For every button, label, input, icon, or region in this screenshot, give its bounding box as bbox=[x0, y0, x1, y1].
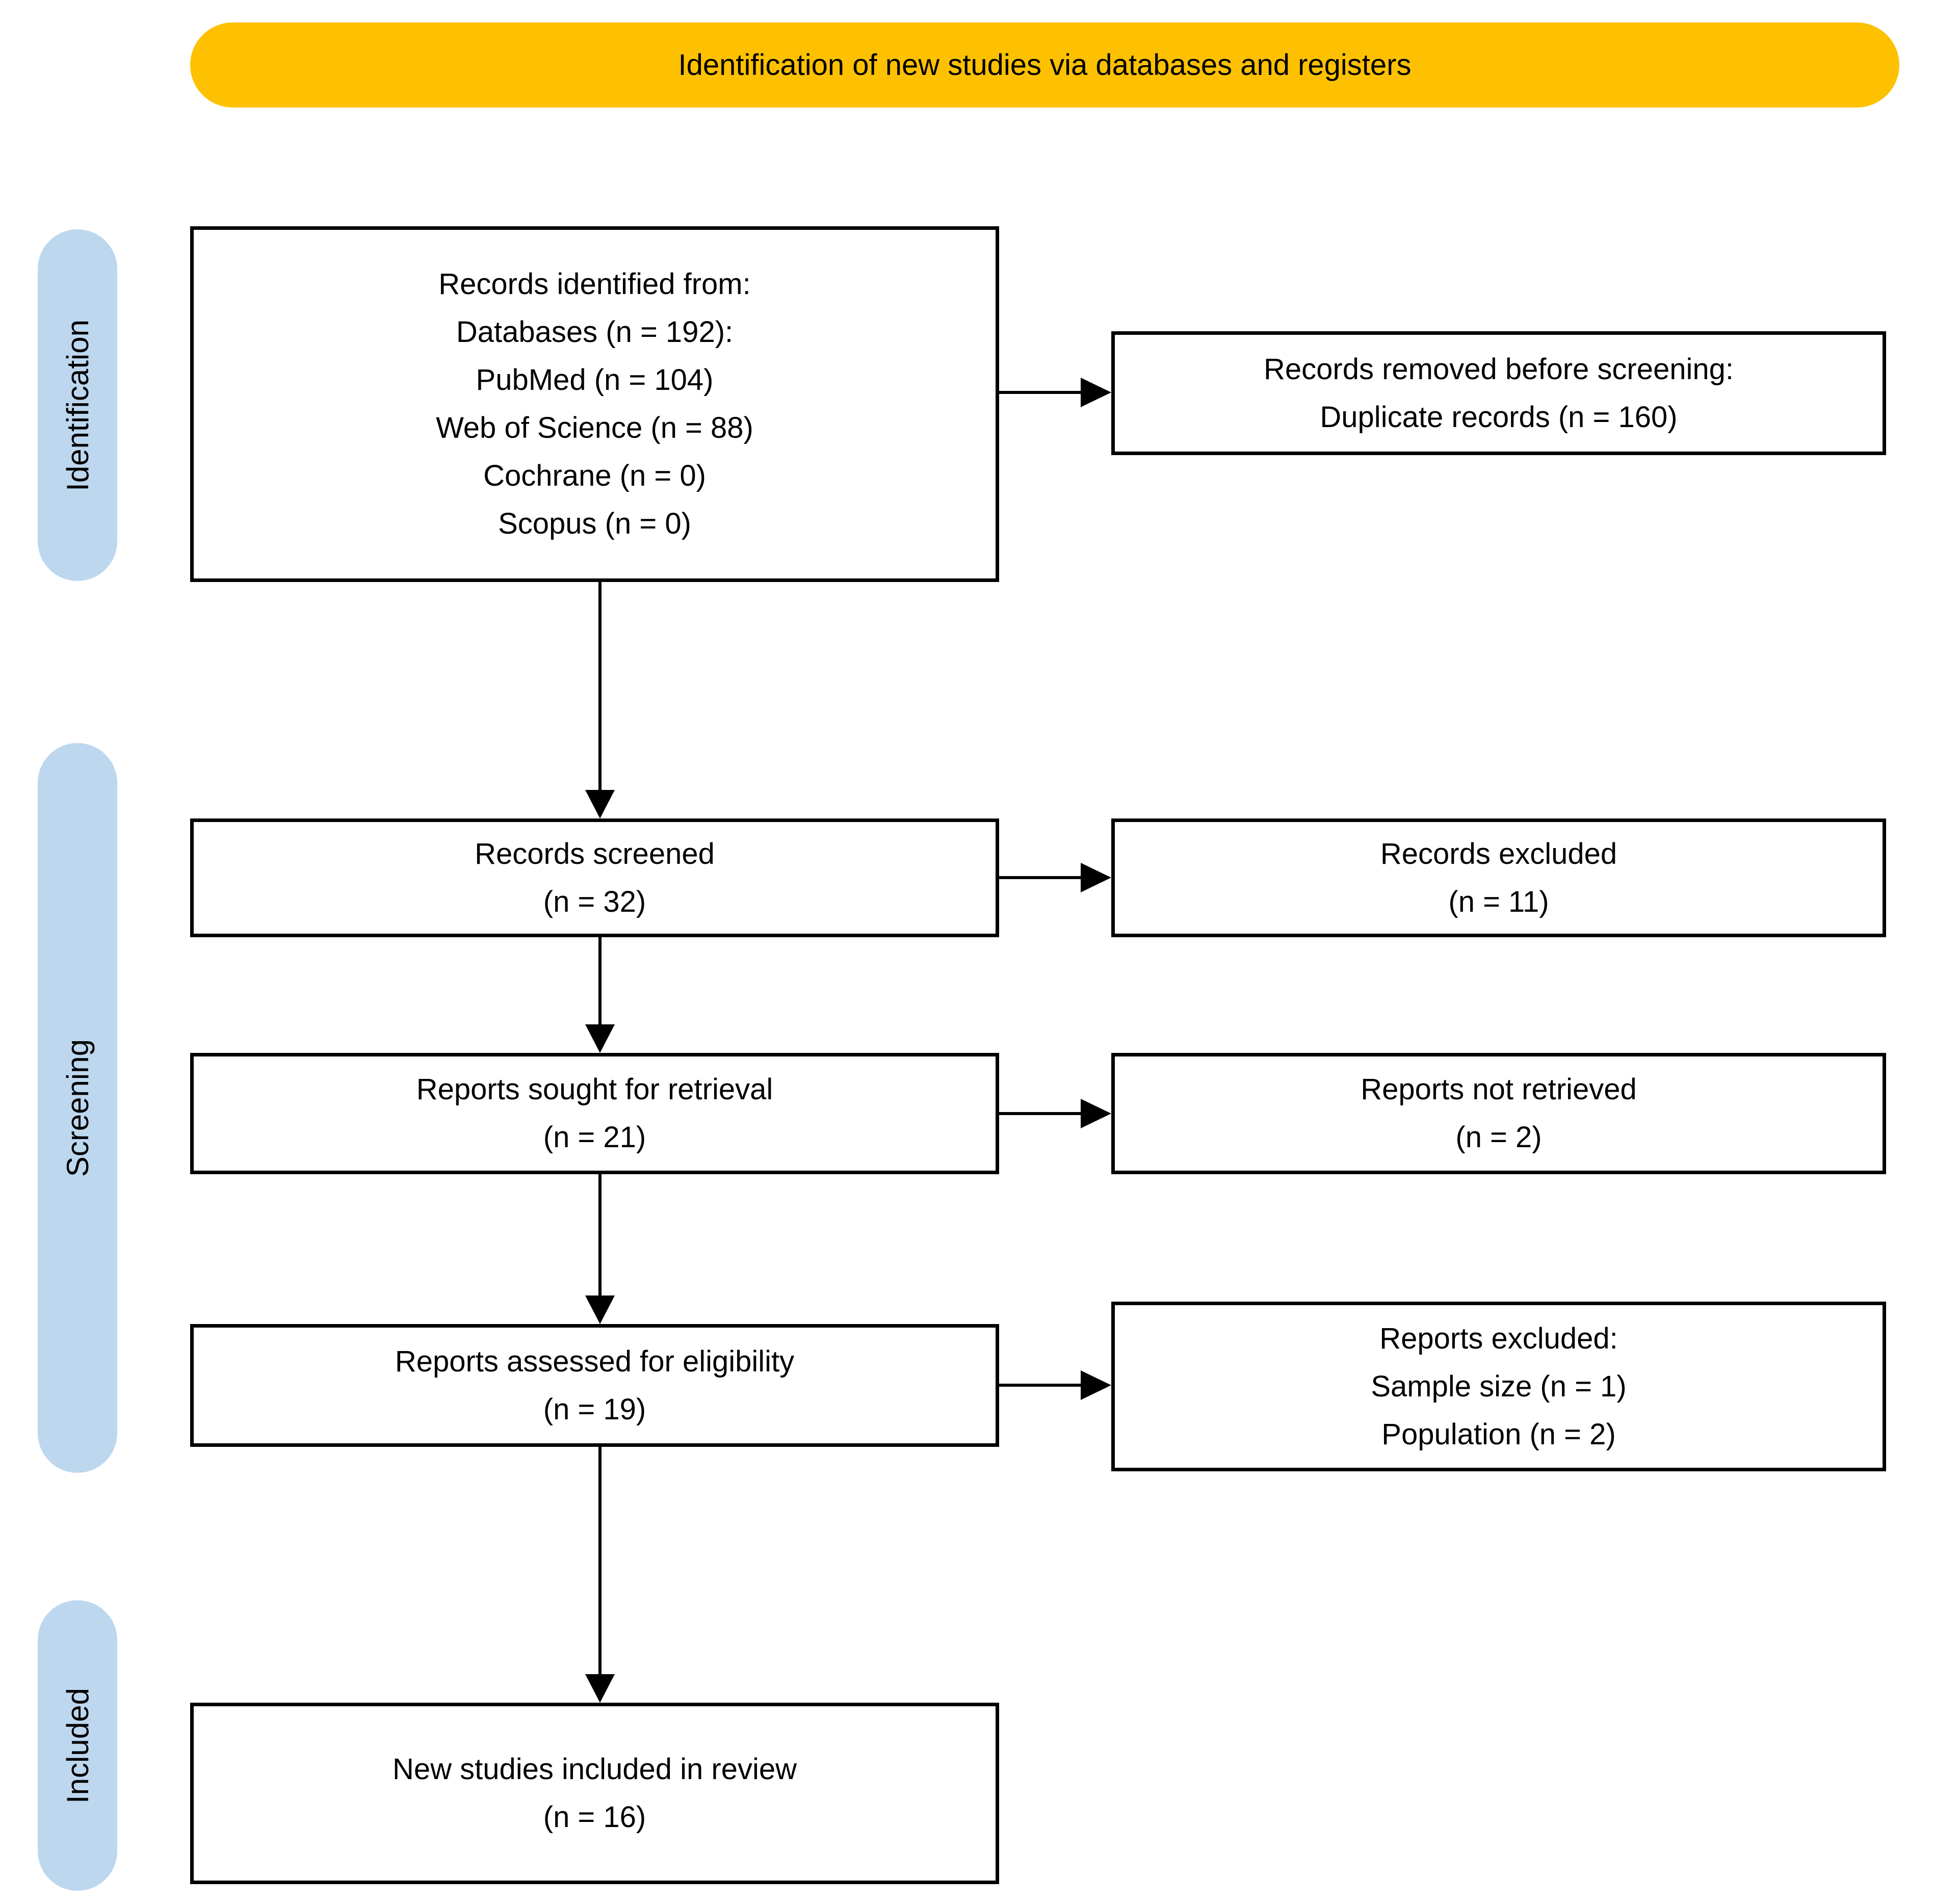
box-reports-not-retrieved: Reports not retrieved (n = 2) bbox=[1111, 1053, 1886, 1174]
arrow-line bbox=[598, 582, 602, 792]
box-line: (n = 2) bbox=[1455, 1121, 1542, 1154]
arrow-line bbox=[999, 391, 1083, 394]
box-line: Reports excluded: bbox=[1379, 1321, 1618, 1355]
box-reports-excluded: Reports excluded: Sample size (n = 1) Po… bbox=[1111, 1302, 1886, 1471]
box-line: Reports sought for retrieval bbox=[416, 1073, 773, 1106]
arrow-line bbox=[999, 1384, 1083, 1387]
box-records-identified: Records identified from: Databases (n = … bbox=[190, 226, 999, 582]
arrow-line bbox=[598, 1174, 602, 1298]
box-line: (n = 21) bbox=[543, 1121, 646, 1154]
box-reports-assessed: Reports assessed for eligibility (n = 19… bbox=[190, 1324, 999, 1447]
arrow-head bbox=[1081, 378, 1111, 407]
stage-label-identification: Identification bbox=[38, 229, 117, 581]
stage-label-screening: Screening bbox=[38, 743, 117, 1473]
box-line: Population (n = 2) bbox=[1381, 1417, 1616, 1451]
box-line: Scopus (n = 0) bbox=[498, 507, 691, 540]
box-line: Records screened bbox=[475, 837, 715, 870]
box-line: Web of Science (n = 88) bbox=[436, 411, 753, 444]
banner-title-text: Identification of new studies via databa… bbox=[678, 48, 1412, 82]
box-line: PubMed (n = 104) bbox=[476, 363, 714, 396]
box-line: Databases (n = 192): bbox=[456, 315, 734, 349]
box-line: (n = 32) bbox=[543, 885, 646, 918]
arrow-head bbox=[1081, 1099, 1111, 1128]
stage-label-identification-text: Identification bbox=[60, 319, 95, 491]
arrow-head bbox=[1081, 1370, 1111, 1400]
box-line: Records removed before screening: bbox=[1263, 352, 1734, 386]
box-line: New studies included in review bbox=[392, 1753, 797, 1786]
box-line: (n = 16) bbox=[543, 1801, 646, 1834]
arrow-head bbox=[585, 790, 615, 818]
box-line: Cochrane (n = 0) bbox=[483, 459, 706, 492]
box-new-studies-included: New studies included in review (n = 16) bbox=[190, 1703, 999, 1884]
box-line: Records excluded bbox=[1380, 837, 1617, 870]
box-line: Duplicate records (n = 160) bbox=[1320, 400, 1678, 434]
box-line: Sample size (n = 1) bbox=[1371, 1369, 1627, 1403]
box-line: (n = 19) bbox=[543, 1392, 646, 1426]
box-line: (n = 11) bbox=[1448, 885, 1549, 918]
box-line: Reports not retrieved bbox=[1361, 1073, 1637, 1106]
box-records-removed: Records removed before screening: Duplic… bbox=[1111, 331, 1886, 455]
box-records-screened: Records screened (n = 32) bbox=[190, 818, 999, 937]
arrow-line bbox=[999, 876, 1083, 879]
box-line: Records identified from: bbox=[438, 268, 751, 301]
banner-title: Identification of new studies via databa… bbox=[190, 22, 1899, 108]
box-records-excluded: Records excluded (n = 11) bbox=[1111, 818, 1886, 937]
stage-label-included-text: Included bbox=[60, 1687, 95, 1804]
arrow-line bbox=[598, 1447, 602, 1676]
stage-label-screening-text: Screening bbox=[60, 1039, 95, 1177]
arrow-head bbox=[585, 1024, 615, 1053]
arrow-head bbox=[1081, 863, 1111, 892]
box-reports-sought: Reports sought for retrieval (n = 21) bbox=[190, 1053, 999, 1174]
arrow-head bbox=[585, 1295, 615, 1324]
box-line: Reports assessed for eligibility bbox=[395, 1344, 795, 1378]
arrow-line bbox=[598, 937, 602, 1026]
stage-label-included: Included bbox=[38, 1600, 117, 1891]
arrow-head bbox=[585, 1674, 615, 1703]
arrow-line bbox=[999, 1112, 1083, 1115]
